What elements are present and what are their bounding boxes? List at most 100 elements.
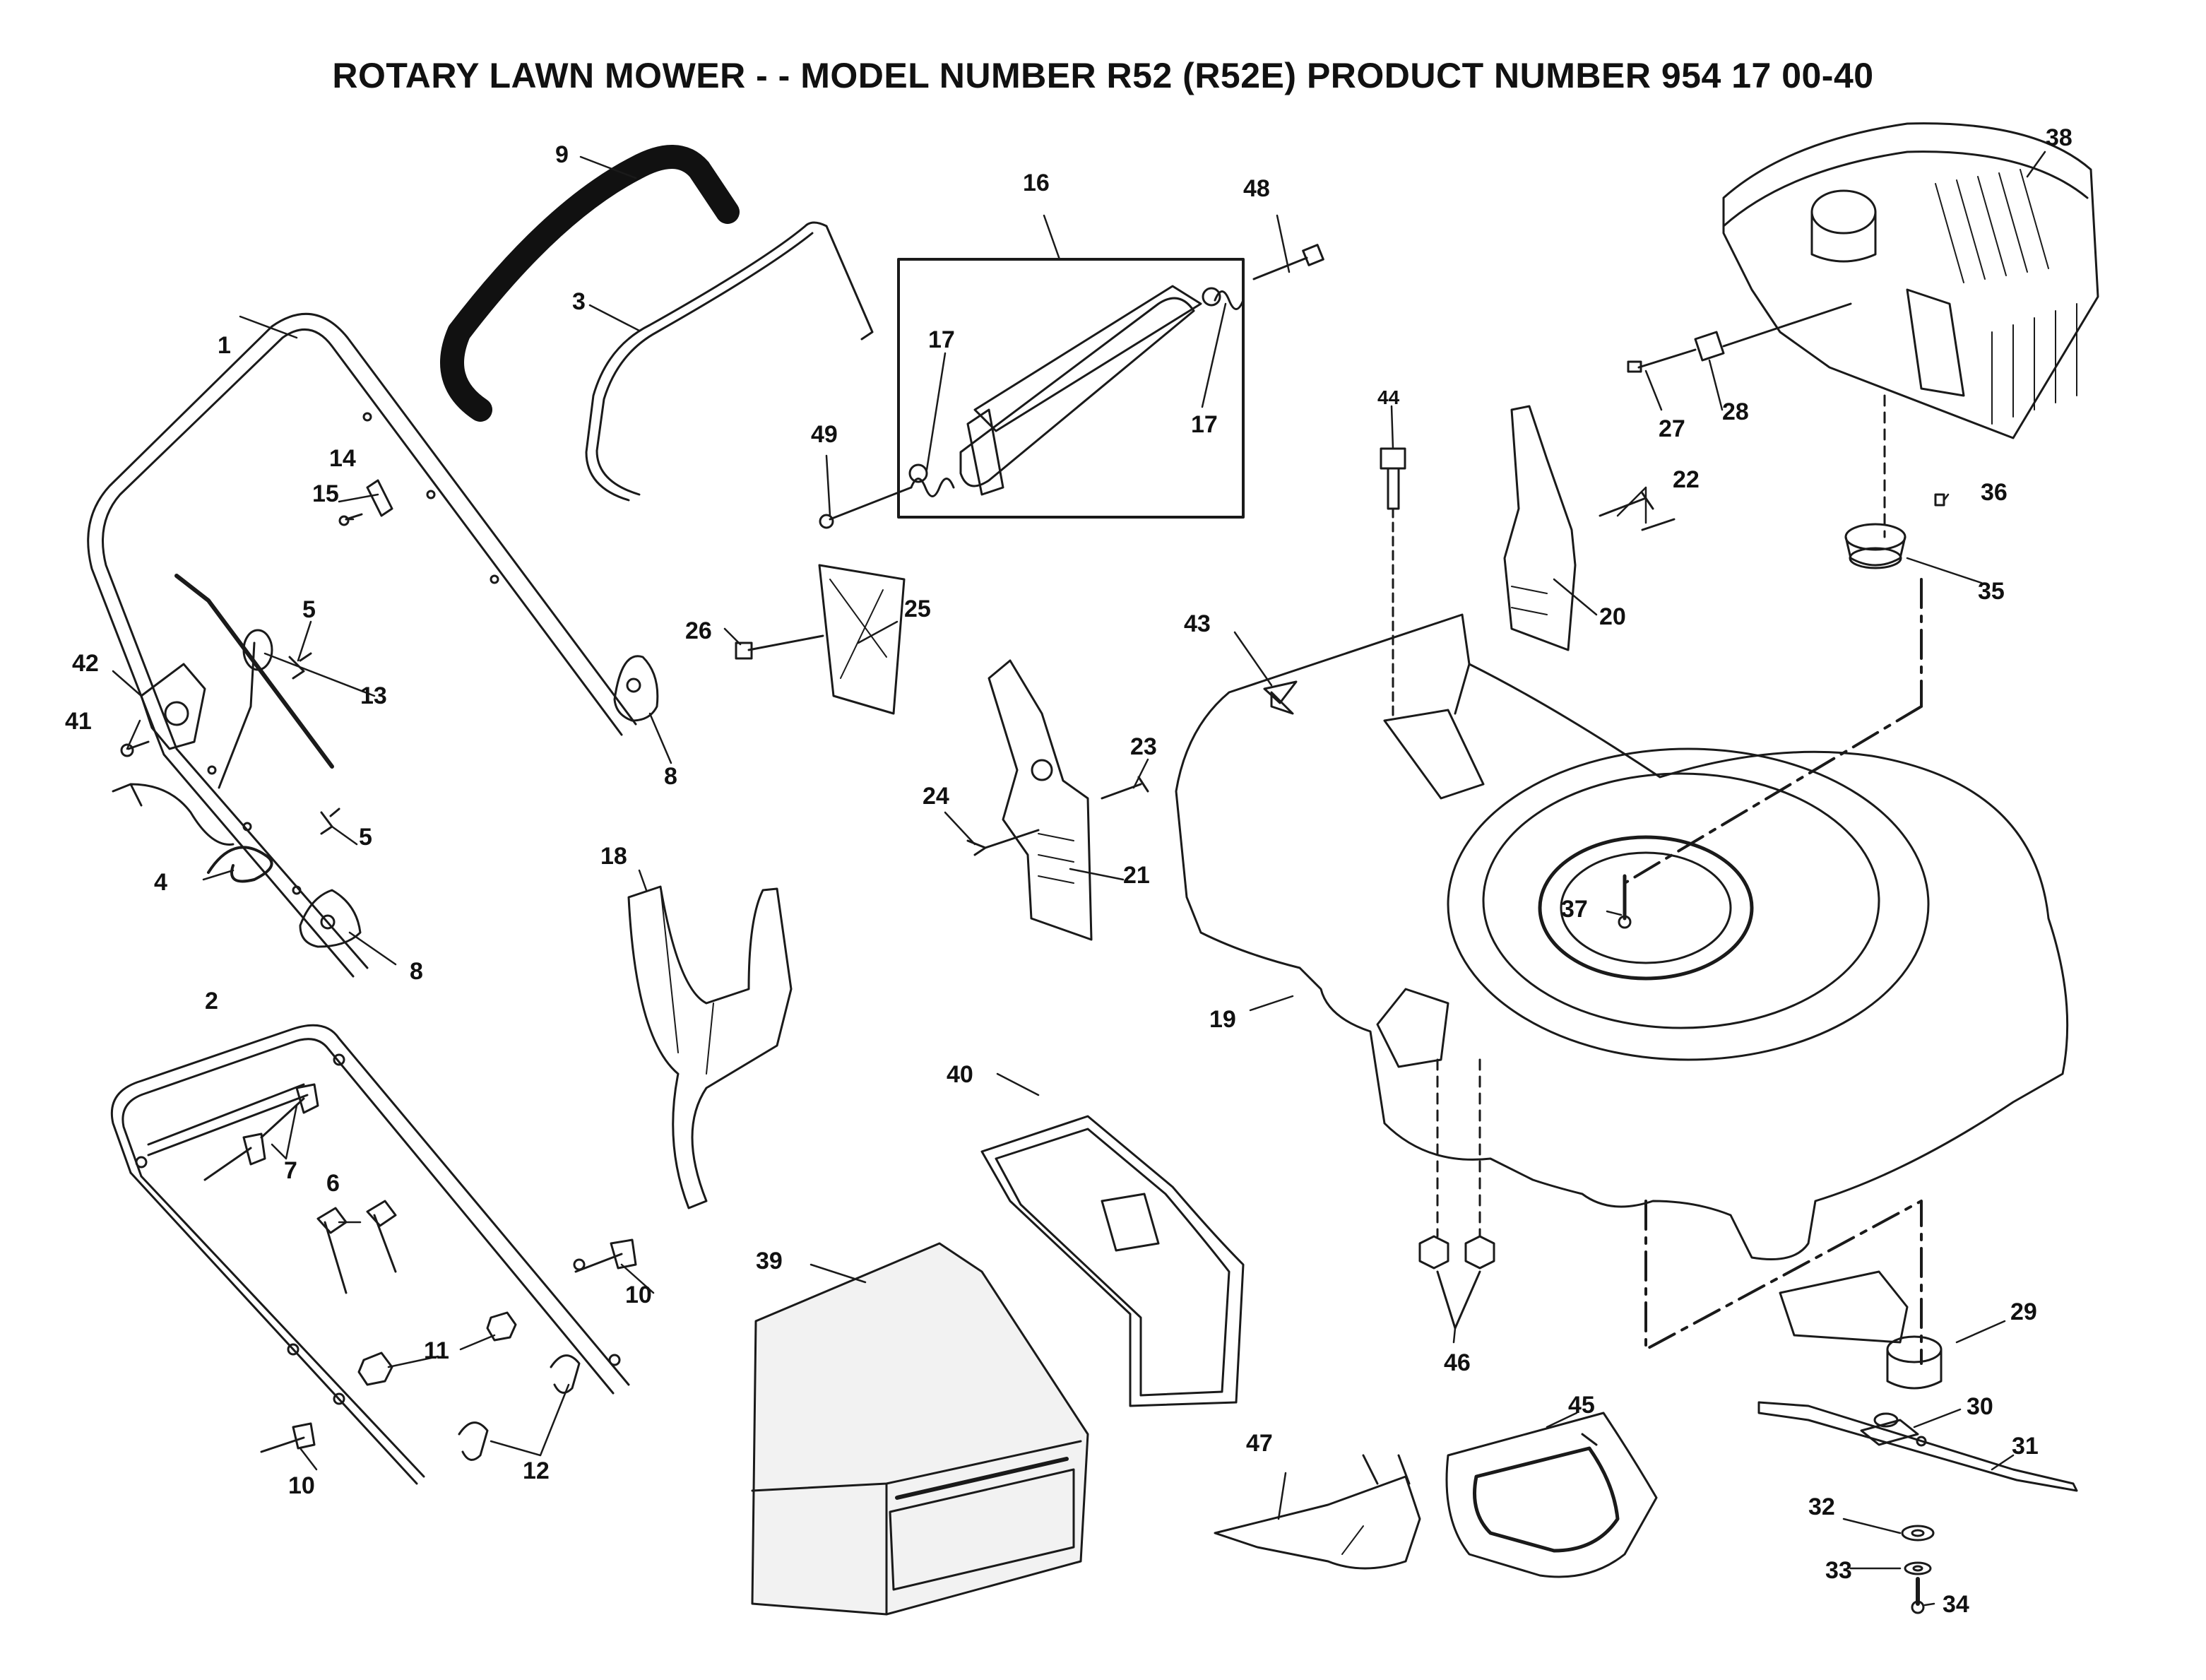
height-adjuster-part-21 xyxy=(988,659,1093,941)
callout-label-8-lower: 8 xyxy=(410,958,423,985)
callout-label-32: 32 xyxy=(1808,1493,1835,1520)
clip-part-12 xyxy=(458,1354,581,1461)
control-bail-part-3 xyxy=(585,221,874,502)
callout-label-8-upper: 8 xyxy=(664,763,677,790)
callout-label-17-left: 17 xyxy=(928,326,955,353)
washer-part-32 xyxy=(1901,1525,1935,1542)
deflector-part-47 xyxy=(1214,1454,1421,1570)
upper-handle-part-1 xyxy=(87,312,637,978)
callout-label-28: 28 xyxy=(1722,398,1749,425)
clip-part-5-upper xyxy=(288,652,312,680)
callout-label-23: 23 xyxy=(1130,733,1157,760)
nut-part-11-left xyxy=(357,1351,393,1386)
lower-handle-part-2 xyxy=(110,1024,630,1485)
callout-label-40: 40 xyxy=(947,1061,973,1088)
bolt-part-10-right xyxy=(574,1238,637,1273)
callout-label-17-right: 17 xyxy=(1191,411,1218,438)
callout-label-34: 34 xyxy=(1943,1591,1969,1618)
callout-label-18: 18 xyxy=(600,843,627,870)
callout-label-12: 12 xyxy=(523,1457,550,1484)
grass-bag-frame-part-40 xyxy=(980,1115,1245,1407)
diagram-title: ROTARY LAWN MOWER - - MODEL NUMBER R52 (… xyxy=(332,56,1874,95)
callout-label-29: 29 xyxy=(2010,1299,2037,1325)
plate-part-25 xyxy=(818,564,906,715)
assembly-axis-line xyxy=(1623,578,1923,885)
handle-grip-part-9 xyxy=(440,145,740,422)
callout-label-11: 11 xyxy=(424,1337,449,1364)
spring-part-17-left xyxy=(910,478,955,497)
callout-label-7: 7 xyxy=(284,1157,297,1184)
callout-label-14: 14 xyxy=(329,445,356,472)
callout-leaders xyxy=(112,150,2046,1607)
callout-label-15: 15 xyxy=(312,480,339,507)
blade-assembly-axis xyxy=(1644,1200,1923,1365)
callout-label-48: 48 xyxy=(1243,175,1270,202)
callout-label-16: 16 xyxy=(1023,170,1050,196)
callout-label-4: 4 xyxy=(154,869,167,896)
bolt-part-34 xyxy=(1911,1577,1925,1614)
callout-label-20: 20 xyxy=(1599,603,1626,630)
detail-box-part-16 xyxy=(897,258,1245,519)
callout-label-37: 37 xyxy=(1561,896,1588,923)
spark-plug-part-28 xyxy=(1627,302,1852,373)
rear-axle-bracket-part-16 xyxy=(908,285,1221,496)
callout-label-45: 45 xyxy=(1568,1392,1595,1419)
key-part-36 xyxy=(1934,493,1945,507)
callout-label-43: 43 xyxy=(1184,610,1211,637)
spring-part-17-right xyxy=(1214,290,1245,310)
callout-label-10-left: 10 xyxy=(288,1472,315,1499)
callout-label-9: 9 xyxy=(555,141,569,168)
bolt-part-26 xyxy=(735,634,824,660)
callout-label-27: 27 xyxy=(1659,415,1685,442)
callout-label-1: 1 xyxy=(218,332,231,359)
blade-adapter-part-29 xyxy=(1779,1270,1943,1390)
callout-label-41: 41 xyxy=(65,708,92,735)
callout-label-42: 42 xyxy=(72,650,99,677)
callout-label-5-lower: 5 xyxy=(359,824,372,851)
callout-label-13: 13 xyxy=(360,682,387,709)
pulley-part-35 xyxy=(1844,523,1906,569)
bolt-part-22 xyxy=(1599,492,1676,531)
callout-label-3: 3 xyxy=(572,288,586,315)
callout-label-35: 35 xyxy=(1978,578,2005,605)
callout-label-25: 25 xyxy=(904,596,931,622)
cable-part-13 xyxy=(174,574,334,789)
callout-label-49: 49 xyxy=(811,421,838,448)
deck-triangle-marker xyxy=(1263,680,1298,704)
screw-part-23 xyxy=(1101,776,1149,800)
bolt-part-37 xyxy=(1618,874,1632,929)
cable-clamp-part-42 xyxy=(120,663,206,757)
grass-chute-part-18 xyxy=(627,885,793,1209)
clamp-part-14 xyxy=(338,479,393,526)
callout-label-24: 24 xyxy=(923,783,949,810)
callout-label-2: 2 xyxy=(205,988,218,1014)
bolt-part-7 xyxy=(203,1083,319,1181)
engine-part-38 xyxy=(1722,122,2099,538)
washer-part-33 xyxy=(1904,1561,1932,1575)
callout-label-30: 30 xyxy=(1967,1393,1993,1420)
callout-label-46: 46 xyxy=(1444,1349,1471,1376)
callout-label-38: 38 xyxy=(2046,124,2072,151)
callout-label-36: 36 xyxy=(1981,479,2008,506)
mulch-plug-part-45 xyxy=(1445,1412,1658,1578)
callout-label-19: 19 xyxy=(1209,1006,1236,1033)
callout-label-21: 21 xyxy=(1123,862,1150,889)
knob-part-8-lower xyxy=(299,889,362,948)
bolt-part-10-left xyxy=(260,1422,316,1453)
knob-part-8-upper xyxy=(613,655,659,722)
bolt-part-48 xyxy=(1252,244,1324,280)
nut-part-11-right xyxy=(486,1311,517,1342)
callout-label-44: 44 xyxy=(1377,386,1400,408)
callout-label-5-upper: 5 xyxy=(302,596,316,623)
callout-label-33: 33 xyxy=(1825,1557,1852,1584)
mower-deck-part-19 xyxy=(1175,613,2069,1260)
cable-retainer-part-4 xyxy=(112,783,273,883)
callout-label-31: 31 xyxy=(2012,1433,2039,1460)
callout-label-47: 47 xyxy=(1246,1430,1273,1457)
bolt-part-49 xyxy=(819,486,913,529)
blade-part-31 xyxy=(1757,1401,2078,1492)
clip-part-24 xyxy=(966,829,1040,856)
callout-label-10-right: 10 xyxy=(625,1282,652,1308)
callout-label-26: 26 xyxy=(685,617,712,644)
